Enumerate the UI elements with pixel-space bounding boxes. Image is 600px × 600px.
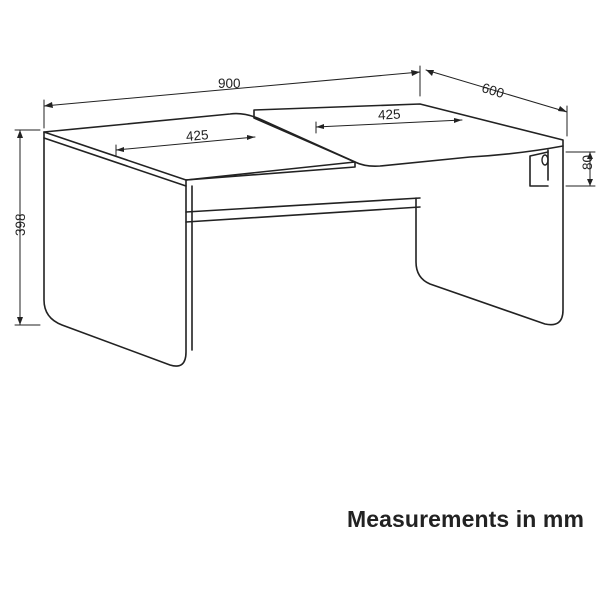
drawer-height-label: 80	[580, 155, 595, 170]
arrowhead	[44, 102, 53, 108]
height-dimension-line	[14, 129, 41, 326]
drawer-front	[529, 151, 549, 187]
left-top-panel	[43, 112, 356, 181]
arrowhead	[116, 147, 124, 152]
right-top-panel	[253, 103, 564, 167]
arrowhead	[454, 118, 462, 123]
height-label: 398	[13, 213, 28, 236]
left-width-dimension-line	[115, 136, 256, 157]
arrowhead	[411, 70, 420, 76]
measurement-unit-caption: Measurements in mm	[347, 506, 584, 532]
right-side-panel	[415, 145, 564, 326]
depth-label: 600	[480, 80, 506, 101]
right-width-dimension-line	[315, 119, 463, 134]
left-top-width-label: 425	[185, 127, 209, 144]
right-top-front-edge	[185, 161, 356, 181]
depth-dimension-line	[425, 69, 568, 137]
arrowhead	[17, 317, 23, 325]
arrowhead	[558, 106, 567, 112]
drawer-handle-icon	[541, 154, 549, 166]
left-side-panel	[43, 137, 187, 367]
tabletop-front-edge	[43, 131, 187, 187]
arrowhead	[587, 179, 593, 186]
back-rail	[185, 197, 421, 223]
arrowhead	[316, 124, 324, 129]
right-top-width-label: 425	[378, 106, 401, 122]
arrowhead	[17, 130, 23, 138]
arrowhead	[587, 152, 593, 159]
arrowhead	[247, 135, 255, 140]
arrowhead	[426, 70, 434, 76]
width-dimension-line	[43, 65, 421, 129]
width-label: 900	[218, 76, 241, 91]
